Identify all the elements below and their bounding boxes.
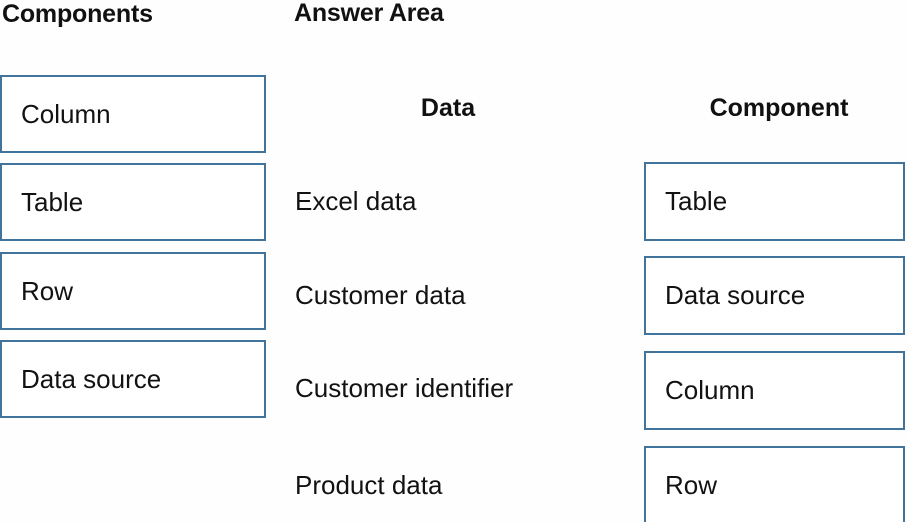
component-tile-label: Data source bbox=[21, 363, 162, 394]
component-tile-row[interactable]: Row bbox=[0, 252, 266, 330]
data-column-header: Data bbox=[420, 94, 476, 122]
answer-row-data-label: Customer identifier bbox=[295, 373, 514, 403]
answer-drop-target-label: Row bbox=[665, 470, 718, 501]
component-tile-column[interactable]: Column bbox=[0, 75, 266, 153]
component-tile-label: Column bbox=[21, 98, 111, 129]
answer-row-data-label: Customer data bbox=[295, 280, 466, 310]
answer-drop-target-label: Column bbox=[665, 375, 755, 406]
component-column-header: Component bbox=[709, 94, 849, 122]
answer-drop-target-label: Data source bbox=[665, 280, 806, 311]
answer-row-data-label: Product data bbox=[295, 470, 443, 500]
answer-drop-target-table[interactable]: Table bbox=[644, 162, 905, 241]
answer-area-section-title: Answer Area bbox=[294, 0, 444, 27]
component-tile-label: Table bbox=[21, 186, 84, 217]
component-tile-label: Row bbox=[21, 275, 74, 306]
component-tile-data-source[interactable]: Data source bbox=[0, 340, 266, 418]
answer-drop-target-label: Table bbox=[665, 186, 728, 217]
answer-row-data-label: Excel data bbox=[295, 186, 417, 216]
answer-drop-target-column[interactable]: Column bbox=[644, 351, 905, 430]
components-section-title: Components bbox=[2, 0, 153, 28]
answer-drop-target-row[interactable]: Row bbox=[644, 446, 905, 522]
component-tile-table[interactable]: Table bbox=[0, 163, 266, 241]
answer-drop-target-data-source[interactable]: Data source bbox=[644, 256, 905, 335]
